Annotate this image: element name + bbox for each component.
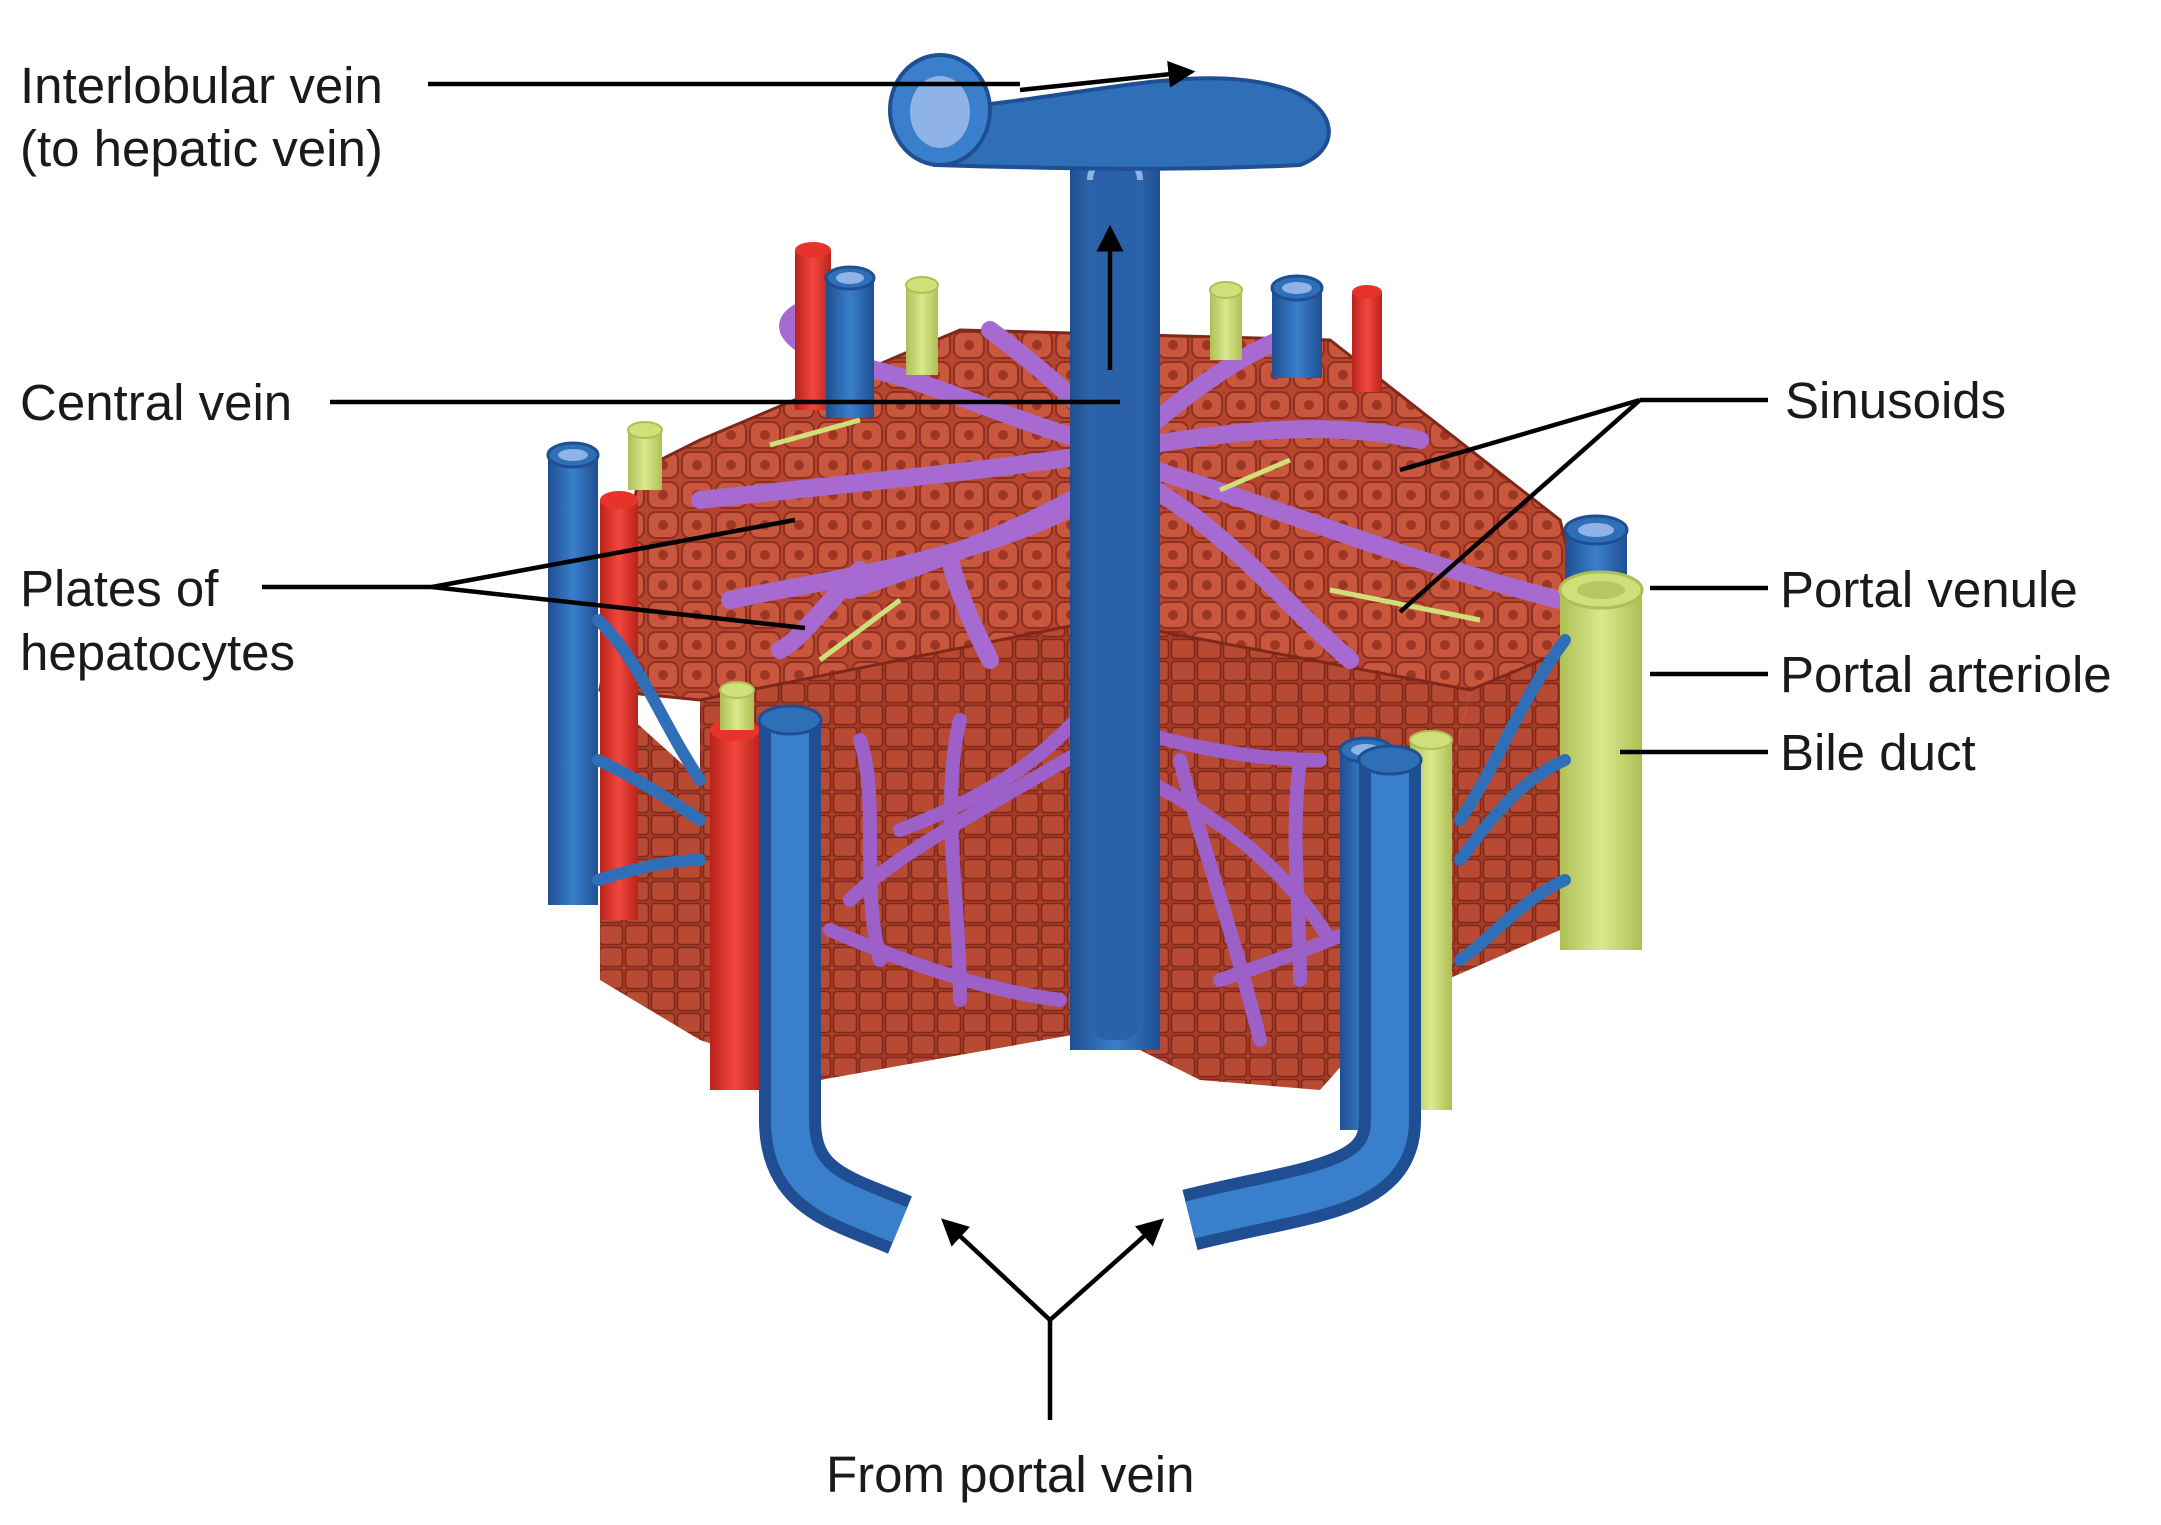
flow-arrow-interlobular <box>1019 60 1196 93</box>
portal-triad-front-left <box>710 681 760 1090</box>
label-plates-2: hepatocytes <box>20 624 295 681</box>
label-central-vein: Central vein <box>20 374 292 431</box>
venule-branches <box>592 614 1571 966</box>
portal-triad-left <box>546 421 663 920</box>
label-plates-1: Plates of <box>20 560 219 617</box>
label-interlobular-vein-2: (to hepatic vein) <box>20 120 383 177</box>
label-sinusoids: Sinusoids <box>1785 372 2006 429</box>
bile-canaliculi <box>769 417 1481 662</box>
labels: Interlobular vein (to hepatic vein) Cent… <box>20 57 2112 1503</box>
portal-triad-right <box>1558 514 1644 950</box>
label-interlobular-vein-1: Interlobular vein <box>20 57 383 114</box>
central-vein <box>1070 140 1160 1050</box>
portal-triad-back-left <box>795 242 939 418</box>
interlobular-vein <box>888 53 1331 171</box>
portal-vein-right <box>1182 744 1423 1251</box>
label-from-portal-vein: From portal vein <box>826 1446 1194 1503</box>
label-portal-arteriole: Portal arteriole <box>1780 646 2112 703</box>
portal-vein-left <box>757 704 912 1254</box>
label-portal-venule: Portal venule <box>1780 561 2078 618</box>
portal-triad-back-right <box>1209 274 1382 392</box>
leader-lines <box>262 81 1768 1420</box>
label-bile-duct: Bile duct <box>1780 724 1976 781</box>
